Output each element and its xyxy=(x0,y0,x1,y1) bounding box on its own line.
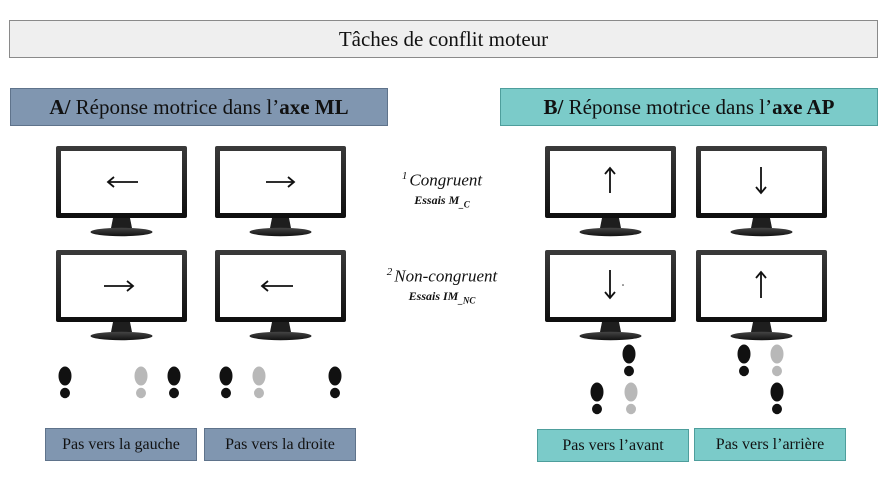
arrow-down-icon xyxy=(755,167,767,195)
arrow-up-icon xyxy=(604,166,616,193)
monitor-a-r2-c1 xyxy=(56,250,187,341)
monitor-icon xyxy=(56,146,187,237)
footprints-left-step xyxy=(58,366,181,399)
panel-b-prefix: B/ xyxy=(543,94,564,119)
label-right-step-text: Pas vers la droite xyxy=(225,435,335,453)
noncongruent-trials-sub: _NC xyxy=(458,295,476,306)
monitor-b-r1-c2 xyxy=(696,146,827,237)
footprints-right-step xyxy=(219,366,342,399)
monitor-b-r2-c2 xyxy=(696,250,827,341)
label-forward-step-text: Pas vers l’avant xyxy=(562,436,664,454)
footprint-icon xyxy=(219,366,233,399)
arrow-left-icon xyxy=(260,280,293,292)
footprint-icon xyxy=(252,366,266,399)
monitor-a-r1-c1 xyxy=(56,146,187,237)
panel-a-prefix: A/ xyxy=(49,94,71,119)
footprint-icon xyxy=(770,344,784,377)
footprint-icon xyxy=(58,366,72,399)
footprints-forward-step xyxy=(590,344,638,415)
label-backward-step: Pas vers l’arrière xyxy=(694,428,846,461)
arrow-left-icon xyxy=(106,176,138,188)
arrow-right-icon xyxy=(104,280,135,292)
panel-a-header: A/ Réponse motrice dans l’axe ML xyxy=(10,88,388,126)
arrow-right-icon xyxy=(266,176,296,188)
monitor-icon xyxy=(215,250,346,341)
monitor-b-r1-c1 xyxy=(545,146,676,237)
noncongruent-label: Non-congruent xyxy=(394,266,498,286)
panel-b-axis: axe AP xyxy=(772,94,835,119)
arrow-down-icon xyxy=(604,270,616,300)
page-title: Tâches de conflit moteur xyxy=(9,20,878,58)
congruent-trials: Essais M xyxy=(414,192,460,207)
footprint-icon xyxy=(770,382,784,415)
panel-b-text: Réponse motrice dans l’ xyxy=(563,94,773,119)
label-forward-step: Pas vers l’avant xyxy=(537,429,689,462)
noncongruent-number: 2 xyxy=(386,266,393,278)
congruent-number: 1 xyxy=(401,170,408,182)
congruent-label: Congruent xyxy=(409,170,483,190)
footprint-icon xyxy=(737,344,751,377)
monitor-icon xyxy=(56,250,187,341)
footprint-icon xyxy=(167,366,181,399)
noncongruent-trials: Essais IM xyxy=(408,288,459,303)
monitor-b-r2-c1 xyxy=(545,250,676,341)
panel-b-header: B/ Réponse motrice dans l’axe AP xyxy=(500,88,878,126)
page-title-text: Tâches de conflit moteur xyxy=(338,26,549,51)
label-left-step-text: Pas vers la gauche xyxy=(62,435,180,453)
monitor-a-r1-c2 xyxy=(215,146,346,237)
panel-a-axis: axe ML xyxy=(279,94,349,119)
label-left-step: Pas vers la gauche xyxy=(45,428,197,461)
label-right-step: Pas vers la droite xyxy=(204,428,356,461)
footprint-icon xyxy=(622,344,636,377)
footprints-backward-step xyxy=(737,344,784,415)
label-backward-step-text: Pas vers l’arrière xyxy=(715,435,825,453)
footprint-icon xyxy=(134,366,148,399)
monitor-icon xyxy=(215,146,346,237)
screen-dot xyxy=(622,284,624,286)
footprint-icon xyxy=(624,382,638,415)
monitor-a-r2-c2 xyxy=(215,250,346,341)
footprint-icon xyxy=(590,382,604,415)
congruent-trials-sub: _C xyxy=(459,199,470,210)
arrow-up-icon xyxy=(755,270,767,298)
footprint-icon xyxy=(328,366,342,399)
panel-a-text: Réponse motrice dans l’ xyxy=(70,94,280,119)
